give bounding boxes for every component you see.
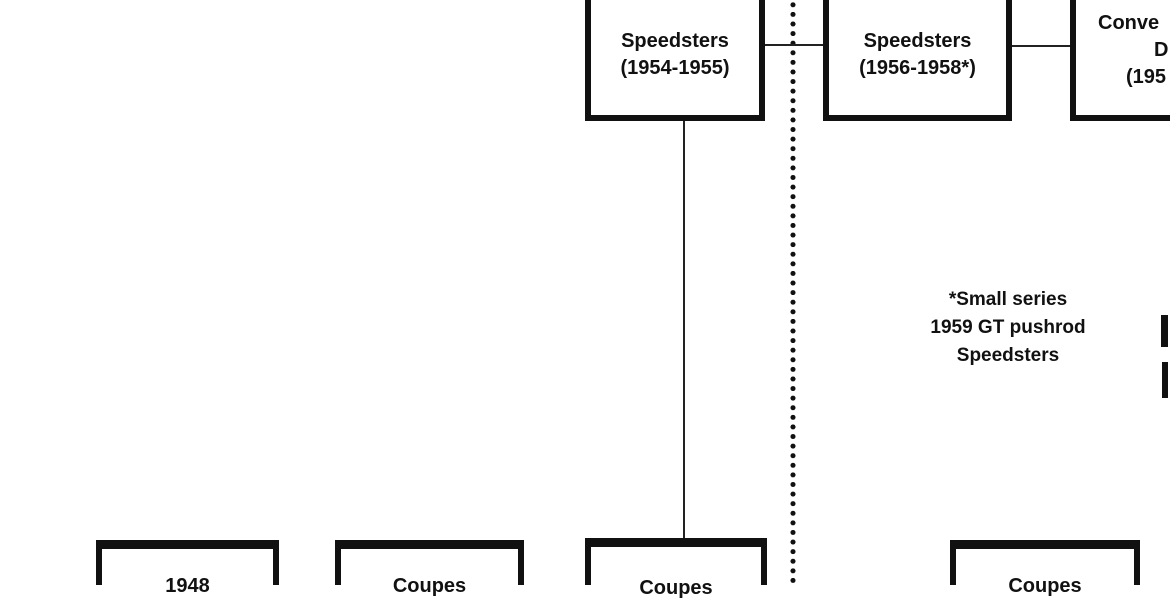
node-convertible-d: Conve D (195 [1070, 0, 1170, 121]
scan-mark [1161, 315, 1168, 347]
node-title: Speedsters [863, 29, 972, 52]
node-label: Coupes [639, 577, 713, 599]
connector-speedsters-54-to-56 [765, 44, 823, 46]
node-years: (1956-1958*) [859, 56, 976, 79]
era-divider-dotted-line [790, 0, 796, 585]
node-title: Speedsters [621, 29, 729, 52]
connector-speedsters-56-to-convertible [1012, 45, 1070, 47]
scan-mark [1162, 362, 1168, 398]
footnote-line: 1959 GT pushrod [930, 317, 1086, 338]
node-speedsters-1954-1955: Speedsters (1954-1955) [585, 0, 765, 121]
node-label: Coupes [1008, 575, 1082, 597]
node-line2: D [1154, 39, 1169, 61]
node-1948: 1948 [96, 540, 279, 597]
node-years: (195 [1126, 66, 1167, 88]
node-label: Coupes [392, 575, 467, 597]
node-speedsters-1956-1958: Speedsters (1956-1958*) [823, 0, 1012, 121]
footnote: *Small series 1959 GT pushrod Speedsters [900, 286, 1116, 370]
footnote-line: Speedsters [956, 345, 1060, 366]
node-label: 1948 [165, 575, 210, 597]
node-years: (1954-1955) [620, 56, 730, 79]
node-coupes-1: Coupes [335, 540, 524, 597]
connector-speedsters-to-coupes [683, 118, 685, 540]
node-coupes-2: Coupes [585, 538, 767, 599]
node-title: Conve [1098, 12, 1160, 34]
footnote-line: *Small series [948, 289, 1068, 310]
node-coupes-3: Coupes [950, 540, 1140, 597]
